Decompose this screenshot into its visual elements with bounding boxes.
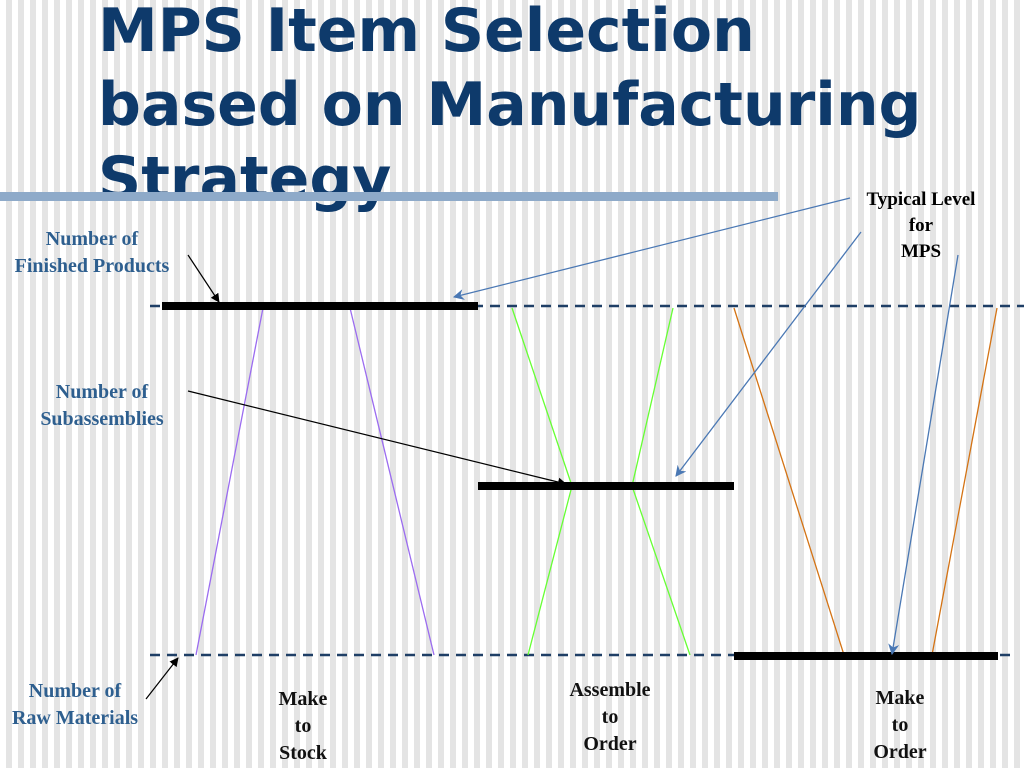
raw-materials-label-line-1: Number of (28, 680, 122, 702)
assemble-to-order-bottom-left-edge (527, 485, 573, 656)
make-to-stock-label-line-1: Make (278, 688, 328, 710)
make-to-order-label-line-2: to (891, 714, 909, 736)
typical-level-label-line-3: MPS (900, 241, 942, 262)
title-line-3: Strategy (98, 144, 392, 214)
mps-arrow-to-make-to-order (888, 254, 959, 656)
raw-materials-pointer-arrow (145, 657, 179, 700)
assemble-to-order-label-line-2: to (601, 706, 619, 728)
make-to-stock-label-line-3: Stock (279, 742, 327, 764)
title-line-2: based on Manufacturing (98, 70, 922, 140)
assemble-to-order-label-line-1: Assemble (569, 679, 651, 701)
mps-arrow-to-assemble-to-order (675, 231, 862, 477)
title-underline (0, 192, 778, 201)
finished-products-label-line-1: Number of (45, 228, 139, 250)
make-to-order-mps-bar (734, 652, 998, 660)
page-title: MPS Item Selection based on Manufacturin… (98, 0, 922, 216)
assemble-to-order-label-line-3: Order (583, 733, 637, 755)
raw-materials-label: Number of Raw Materials (2, 678, 148, 732)
assemble-to-order-mps-bar (478, 482, 734, 490)
subassemblies-label: Number of Subassemblies (24, 379, 180, 433)
assemble-to-order-bottom-right-edge (631, 485, 691, 656)
make-to-order-label-line-1: Make (875, 687, 925, 709)
typical-level-label-line-1: Typical Level (866, 189, 976, 210)
subassemblies-label-line-2: Subassemblies (40, 408, 164, 430)
make-to-order-left-edge (733, 307, 845, 656)
assemble-to-order-label: Assemble to Order (550, 677, 670, 758)
typical-level-label: Typical Level for MPS (846, 187, 996, 265)
make-to-stock-left-edge (195, 307, 264, 656)
make-to-order-right-edge (931, 307, 998, 656)
mps-arrow-to-make-to-stock (452, 197, 851, 300)
subassemblies-pointer-arrow (187, 390, 567, 487)
make-to-stock-label-line-2: to (294, 715, 312, 737)
make-to-stock-label: Make to Stock (248, 686, 358, 767)
assemble-to-order-top-right-edge (631, 307, 674, 487)
make-to-order-label: Make to Order (845, 685, 955, 766)
finished-products-label: Number of Finished Products (2, 226, 182, 280)
finished-products-label-line-2: Finished Products (14, 255, 170, 277)
subassemblies-label-line-1: Number of (55, 381, 149, 403)
make-to-stock-right-edge (349, 307, 435, 656)
make-to-order-label-line-3: Order (873, 741, 927, 763)
raw-materials-label-line-2: Raw Materials (11, 707, 139, 729)
assemble-to-order-top-left-edge (511, 307, 573, 487)
title-line-1: MPS Item Selection (98, 0, 755, 66)
make-to-stock-mps-bar (162, 302, 478, 310)
finished-products-pointer-arrow (187, 254, 220, 303)
typical-level-label-line-2: for (908, 215, 934, 236)
